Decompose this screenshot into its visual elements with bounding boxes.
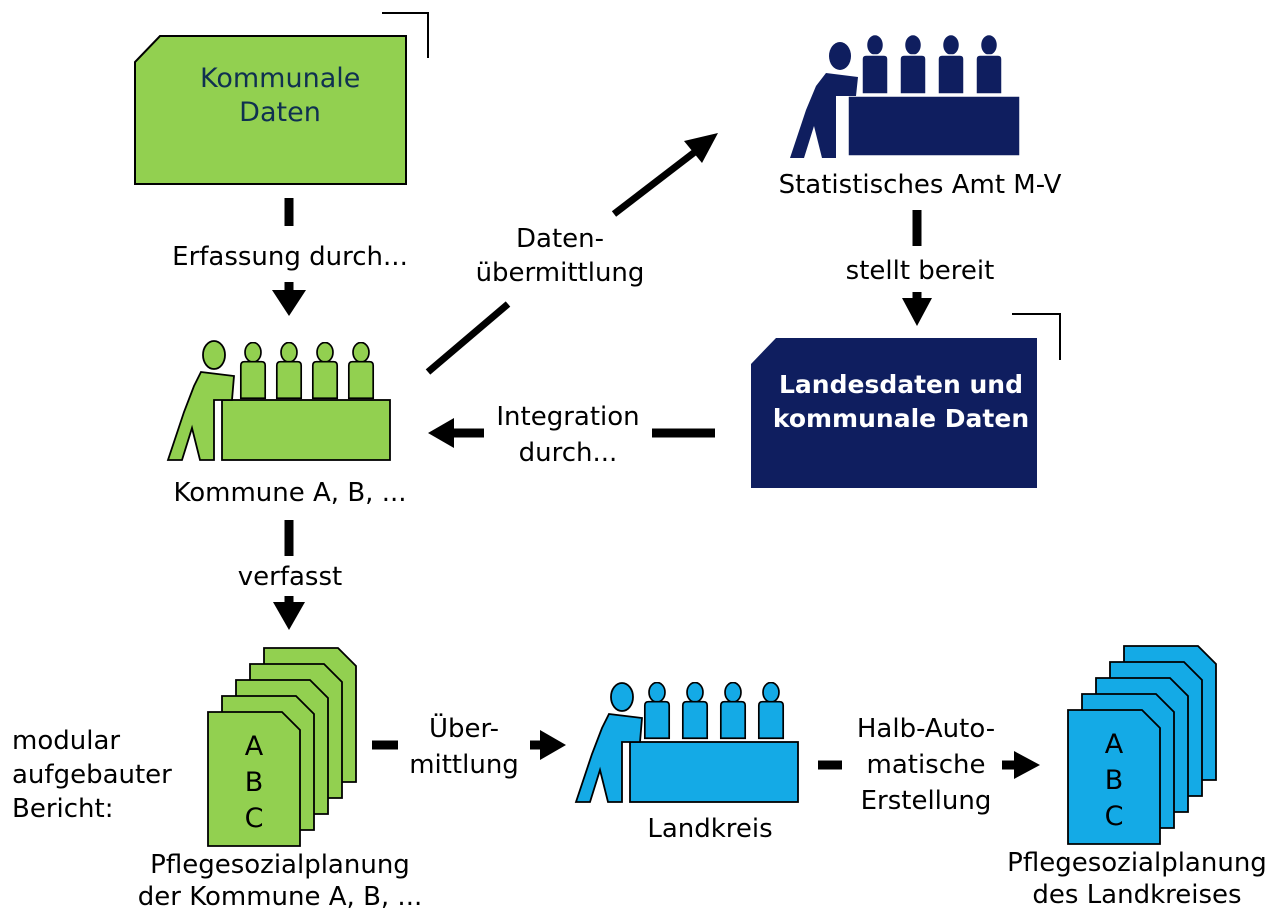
statistisches-amt-icon (790, 34, 1021, 158)
edge-integration-line1: Integration (496, 402, 640, 432)
doc-letter-a-kommune: A (244, 731, 264, 762)
edge-uebermittlung-line1: Über- (429, 714, 499, 744)
arrow-stellt-bereit (902, 210, 932, 326)
edge-integration-line2: durch... (518, 438, 618, 468)
side-note-line1: modular (12, 726, 121, 756)
landesdaten-label: Landesdaten und kommunale Daten (772, 368, 1030, 436)
arrow-verfasst (273, 520, 305, 630)
bericht-kommune-label-line1: Pflegesozialplanung (150, 850, 410, 880)
landkreis-label: Landkreis (647, 814, 773, 844)
kommunale-daten-card (134, 12, 429, 185)
edge-halbauto-line2: matische (866, 750, 986, 780)
doc-letter-a-landkreis: A (1104, 729, 1124, 760)
card-corner-mark (382, 12, 429, 58)
card-corner-mark (1012, 313, 1061, 360)
side-note-line2: aufgebauter (12, 760, 172, 790)
landkreis-icon (574, 682, 799, 803)
bericht-landkreis-stack (1067, 645, 1217, 845)
landesdaten-text: Landesdaten und kommunale Daten (772, 370, 1030, 433)
card-shape (751, 338, 1037, 488)
doc-letter-c-landkreis: C (1104, 801, 1124, 832)
kommune-icon (166, 340, 391, 461)
arrow-halbauto (818, 751, 1040, 779)
edge-halbauto-line3: Erstellung (860, 786, 992, 816)
edge-erfassung-label: Erfassung durch... (172, 242, 408, 272)
card-shape (134, 35, 407, 185)
doc-letter-b-kommune: B (244, 767, 264, 798)
kommunale-daten-label: Kommunale Daten (200, 62, 360, 130)
kommunale-daten-text: Kommunale Daten (200, 63, 361, 128)
edge-halbauto-line1: Halb-Auto- (856, 714, 996, 744)
edge-verfasst-label: verfasst (237, 562, 343, 592)
edge-datenuebermittlung-line2: übermittlung (475, 258, 645, 288)
bericht-kommune-stack (207, 647, 357, 847)
edge-stellt-bereit-label: stellt bereit (845, 256, 995, 286)
doc-letter-b-landkreis: B (1104, 765, 1124, 796)
bericht-landkreis-label-line1: Pflegesozialplanung (1007, 848, 1267, 878)
bericht-kommune-label-line2: der Kommune A, B, ... (137, 882, 423, 912)
statistisches-amt-label: Statistisches Amt M-V (778, 170, 1062, 200)
arrow-erfassung (272, 198, 306, 316)
edge-uebermittlung-line2: mittlung (409, 750, 519, 780)
arrow-integration (428, 418, 715, 448)
arrow-uebermittlung (372, 730, 566, 760)
edge-datenuebermittlung-line1: Daten- (515, 224, 604, 254)
side-note-line3: Bericht: (12, 794, 114, 824)
landesdaten-card (751, 313, 1061, 488)
doc-letter-c-kommune: C (244, 803, 264, 834)
kommune-label: Kommune A, B, ... (173, 478, 407, 508)
bericht-landkreis-label-line2: des Landkreises (1032, 880, 1242, 910)
arrow-datenuebermittlung (425, 133, 718, 375)
